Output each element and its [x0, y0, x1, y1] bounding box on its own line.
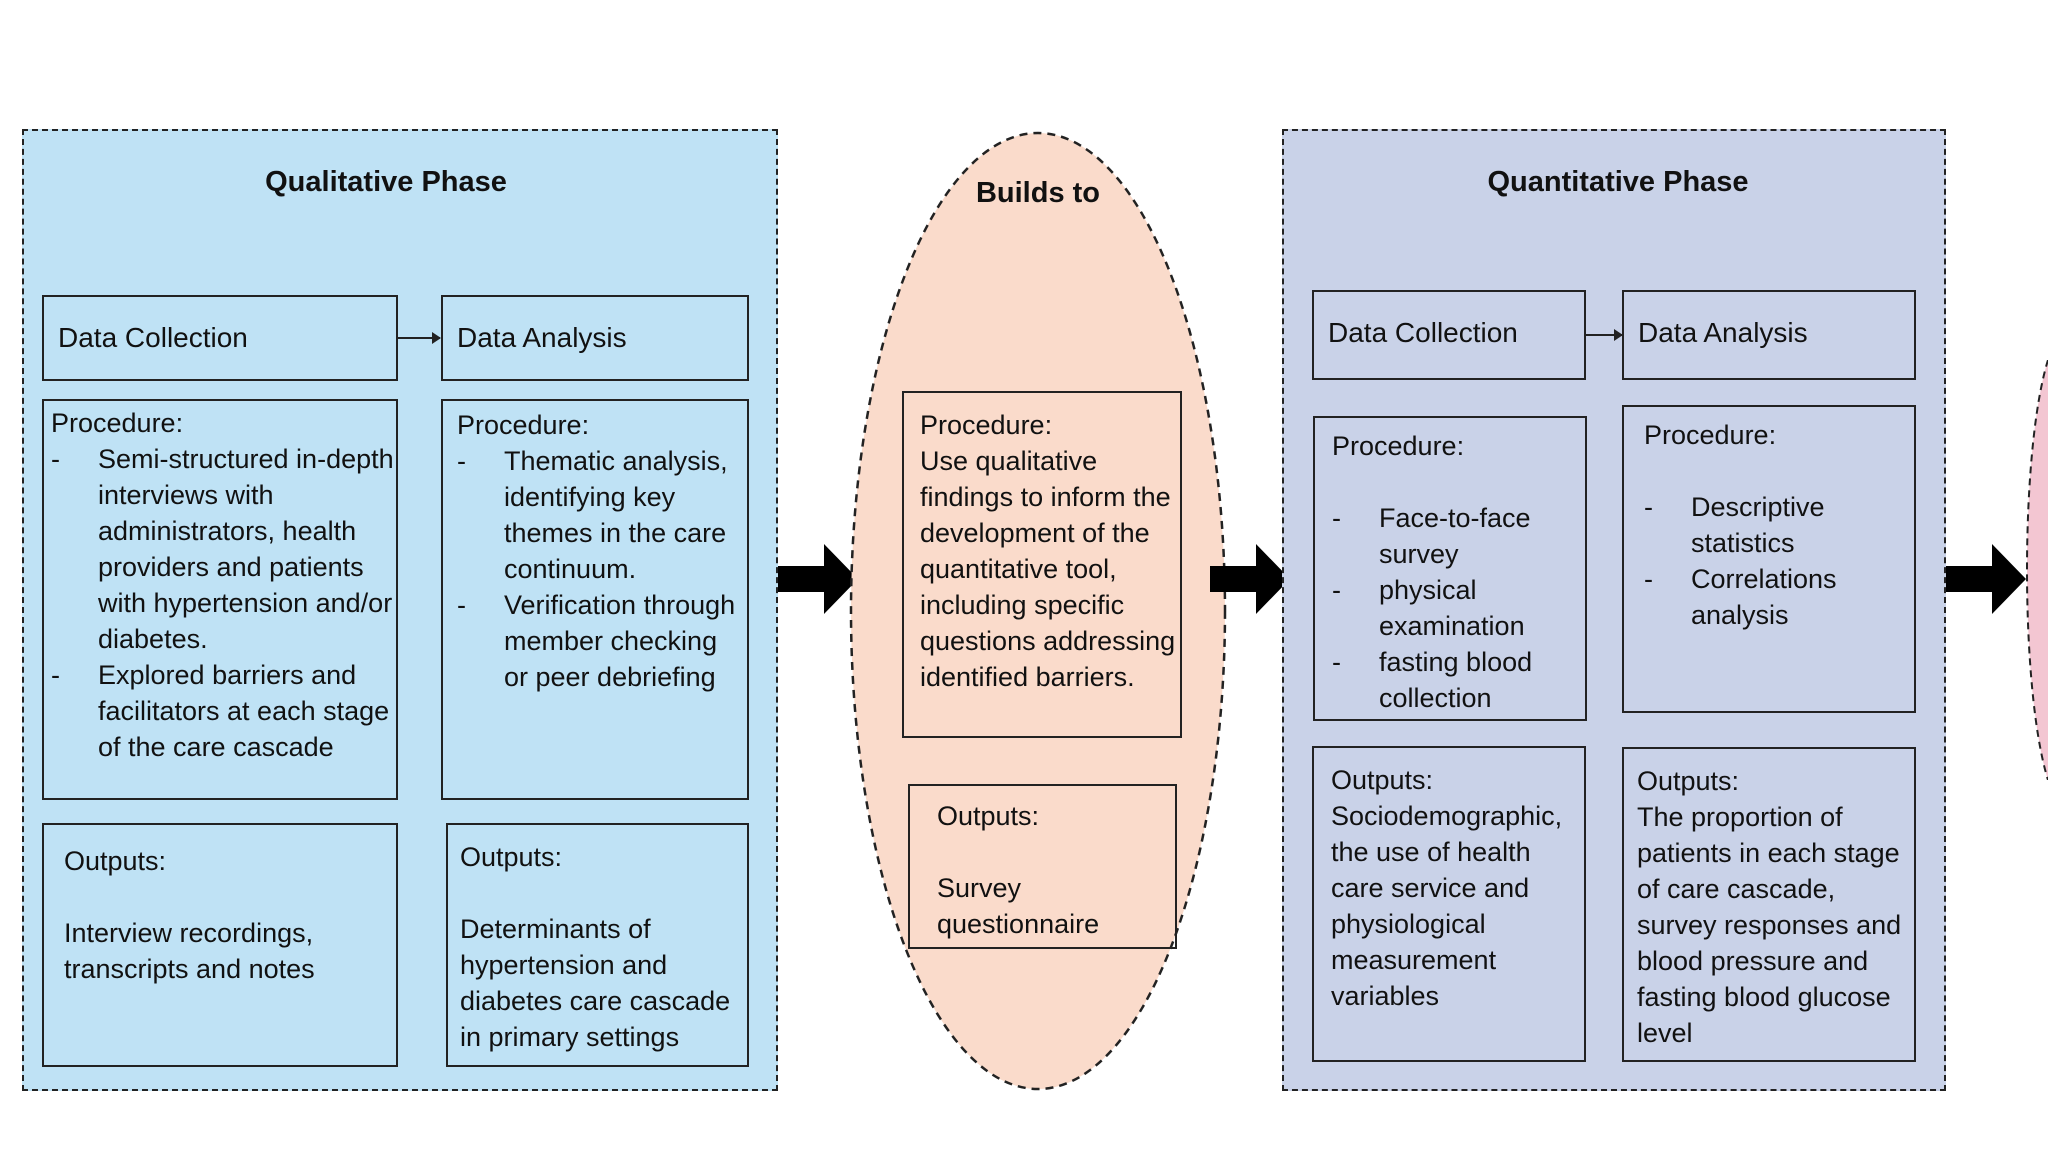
bullet-dash: - [1332, 575, 1341, 605]
builds-to-oval [849, 131, 1227, 1091]
qual-collection-procedure-item: Semi-structured in-depth interviews with… [98, 444, 394, 654]
builds-procedure-box: Procedure: Use qualitative findings to i… [902, 391, 1182, 738]
quant-collection-procedure-item: Face-to-face survey [1379, 503, 1531, 569]
qual-collection-to-analysis-arrow [398, 332, 441, 344]
qual-data-analysis-header-label: Data Analysis [457, 322, 627, 353]
quant-analysis-outputs-box: Outputs: The proportion of patients in e… [1622, 747, 1916, 1062]
builds-to-title: Builds to [975, 177, 1101, 209]
qual-data-collection-header: Data Collection [42, 295, 398, 381]
qual-analysis-procedure-item: Verification through member checking or … [504, 590, 736, 692]
bullet-dash: - [457, 446, 466, 476]
bullet-dash: - [51, 444, 60, 474]
qual-analysis-procedure-label: Procedure: [457, 410, 590, 440]
qual-collection-procedure-item: Explored barriers and facilitators at ea… [98, 660, 390, 762]
quant-data-collection-header-label: Data Collection [1328, 317, 1518, 348]
bullet-dash: - [1644, 564, 1653, 594]
quant-data-analysis-header-label: Data Analysis [1638, 317, 1808, 348]
bullet-dash: - [1332, 647, 1341, 677]
qual-analysis-procedure-item: Thematic analysis, identifying key theme… [504, 446, 728, 584]
qual-analysis-outputs-label: Outputs: [460, 842, 563, 872]
quant-collection-procedure-box: Procedure: - Face-to-face survey - physi… [1313, 416, 1587, 721]
bullet-dash: - [1332, 503, 1341, 533]
qual-collection-procedure-label: Procedure: [51, 408, 184, 438]
builds-procedure-label: Procedure: [920, 410, 1053, 440]
quant-collection-to-analysis-arrow [1586, 329, 1623, 341]
bullet-dash: - [457, 590, 466, 620]
builds-outputs-text: Survey questionnaire [937, 873, 1100, 939]
quantitative-phase-title: Quantitative Phase [1487, 166, 1749, 198]
builds-outputs-box: Outputs: Survey questionnaire [908, 784, 1177, 949]
quant-collection-procedure-label: Procedure: [1332, 431, 1465, 461]
next-phase-oval-edge [2026, 360, 2048, 780]
qualitative-phase-title: Qualitative Phase [265, 166, 507, 198]
quant-analysis-outputs-text: The proportion of patients in each stage… [1637, 802, 1902, 1048]
bullet-dash: - [51, 660, 60, 690]
quant-analysis-outputs-label: Outputs: [1637, 766, 1740, 796]
qual-collection-outputs-box: Outputs: Interview recordings, transcrip… [42, 823, 398, 1067]
quantitative-phase-panel [1282, 129, 1946, 1091]
quant-analysis-procedure-box: Procedure: - Descriptive statistics - Co… [1622, 405, 1916, 713]
builds-procedure-text: Use qualitative findings to inform the d… [920, 446, 1176, 692]
bullet-dash: - [1644, 492, 1653, 522]
quant-collection-outputs-label: Outputs: [1331, 765, 1434, 795]
builds-outputs-label: Outputs: [937, 801, 1040, 831]
quant-data-analysis-header: Data Analysis [1622, 290, 1916, 380]
quant-data-collection-header: Data Collection [1312, 290, 1586, 380]
quant-collection-outputs-box: Outputs: Sociodemographic, the use of he… [1312, 746, 1586, 1062]
qual-data-analysis-header: Data Analysis [441, 295, 749, 381]
qualitative-phase-panel [22, 129, 778, 1091]
quant-analysis-procedure-item: Descriptive statistics [1691, 492, 1825, 558]
arrow-right-icon [1946, 544, 2026, 614]
quant-collection-procedure-item: physical examination [1379, 575, 1525, 641]
qual-analysis-outputs-box: Outputs: Determinants of hypertension an… [446, 823, 749, 1067]
arrow-right-icon [1210, 544, 1290, 614]
qual-collection-outputs-label: Outputs: [64, 846, 167, 876]
qual-analysis-outputs-text: Determinants of hypertension and diabete… [460, 914, 731, 1052]
qual-data-collection-header-label: Data Collection [58, 322, 248, 353]
qual-collection-procedure-box: Procedure: - Semi-structured in-depth in… [42, 399, 398, 800]
arrow-right-icon [778, 544, 858, 614]
quant-analysis-procedure-label: Procedure: [1644, 420, 1777, 450]
quant-analysis-procedure-item: Correlations analysis [1691, 564, 1837, 630]
qual-analysis-procedure-box: Procedure: - Thematic analysis, identify… [441, 399, 749, 800]
quant-collection-outputs-text: Sociodemographic, the use of health care… [1331, 801, 1563, 1011]
quant-collection-procedure-item: fasting blood collection [1379, 647, 1533, 713]
qual-collection-outputs-text: Interview recordings, transcripts and no… [64, 918, 315, 984]
